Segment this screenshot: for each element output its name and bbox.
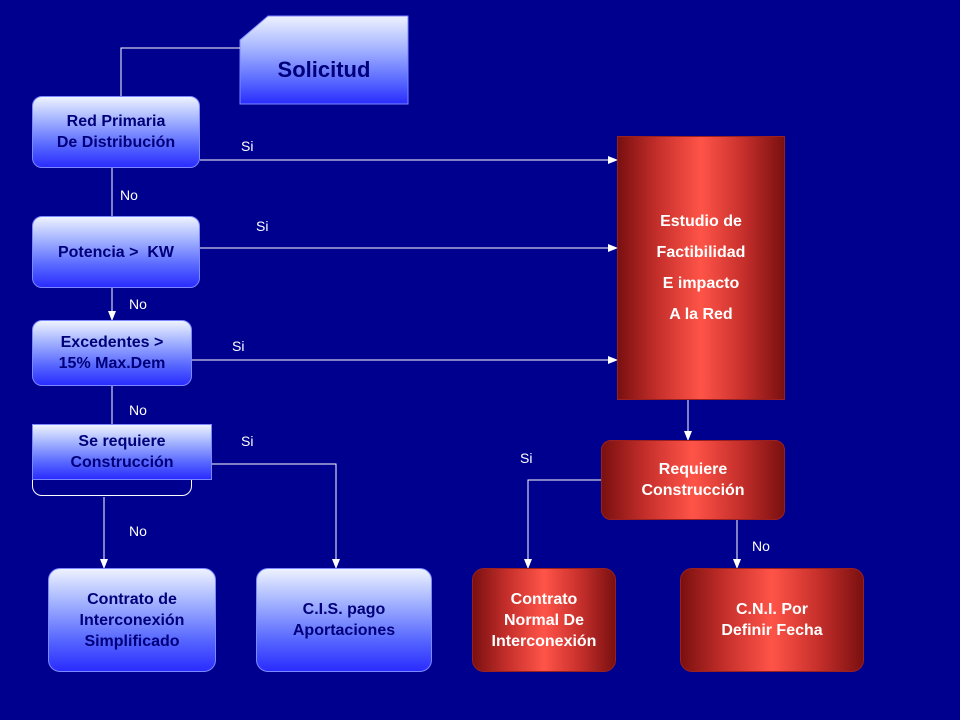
se-requiere-line-1: Se requiere: [78, 433, 166, 450]
red-primaria-line-1: Red Primaria: [66, 113, 166, 130]
edge-label-si-2: Si: [256, 218, 269, 234]
edge-label-no-3: No: [129, 402, 147, 418]
edge-label-si-4: Si: [241, 433, 254, 449]
edge-label-si-3: Si: [232, 338, 245, 354]
se-requiere-line-2: Construcción: [70, 454, 174, 471]
contrato-simplificado-node: Contrato de Interconexión Simplificado: [48, 568, 216, 672]
edge-label-no-2: No: [129, 296, 147, 312]
contrato-normal-line-2: Normal De: [503, 611, 585, 629]
estudio-node: Estudio de Factibilidad E impacto A la R…: [617, 136, 785, 400]
connector-si-5: [524, 479, 601, 569]
cni-line-1: C.N.I. Por: [735, 601, 808, 618]
edge-label-si-1: Si: [241, 138, 254, 154]
connector-solicitud-red: [120, 47, 240, 96]
solicitud-node: Solicitud: [240, 40, 408, 100]
edge-label-si-5: Si: [520, 450, 533, 466]
contrato-simplificado-line-3: Simplificado: [84, 632, 180, 650]
potencia-node: Potencia > KW: [32, 216, 200, 288]
estudio-line-4: A la Red: [669, 306, 733, 323]
requiere-line-2: Construcción: [641, 482, 745, 499]
contrato-normal-line-1: Contrato: [510, 590, 578, 608]
excedentes-line-1: Excedentes >: [60, 334, 164, 351]
solicitud-shape: [239, 15, 409, 105]
se-requiere-node: Se requiere Construcción: [32, 424, 212, 480]
contrato-simplificado-line-1: Contrato de: [87, 590, 177, 608]
contrato-normal-node: Contrato Normal De Interconexión: [472, 568, 616, 672]
potencia-line-1: Potencia > KW: [57, 243, 175, 261]
requiere-line-1: Requiere: [658, 461, 728, 478]
connector-si-4: [192, 463, 340, 569]
excedentes-node: Excedentes > 15% Max.Dem: [32, 320, 192, 386]
solicitud-label: Solicitud: [277, 57, 371, 82]
cis-line-1: C.I.S. pago: [302, 601, 386, 618]
cni-line-2: Definir Fecha: [721, 622, 823, 639]
cis-node: C.I.S. pago Aportaciones: [256, 568, 432, 672]
cis-line-2: Aportaciones: [292, 622, 396, 639]
cni-node: C.N.I. Por Definir Fecha: [680, 568, 864, 672]
contrato-normal-line-3: Interconexión: [491, 632, 597, 650]
contrato-simplificado-line-2: Interconexión: [79, 611, 185, 629]
edge-label-no-4: No: [129, 523, 147, 539]
red-primaria-node: Red Primaria De Distribución: [32, 96, 200, 168]
estudio-line-2: Factibilidad: [656, 244, 746, 261]
excedentes-line-2: 15% Max.Dem: [58, 355, 166, 372]
requiere-node: Requiere Construcción: [601, 440, 785, 520]
estudio-line-3: E impacto: [662, 275, 740, 292]
edge-label-no-1: No: [120, 187, 138, 203]
edge-label-no-5: No: [752, 538, 770, 554]
estudio-line-1: Estudio de: [660, 213, 742, 230]
red-primaria-line-2: De Distribución: [56, 134, 176, 151]
